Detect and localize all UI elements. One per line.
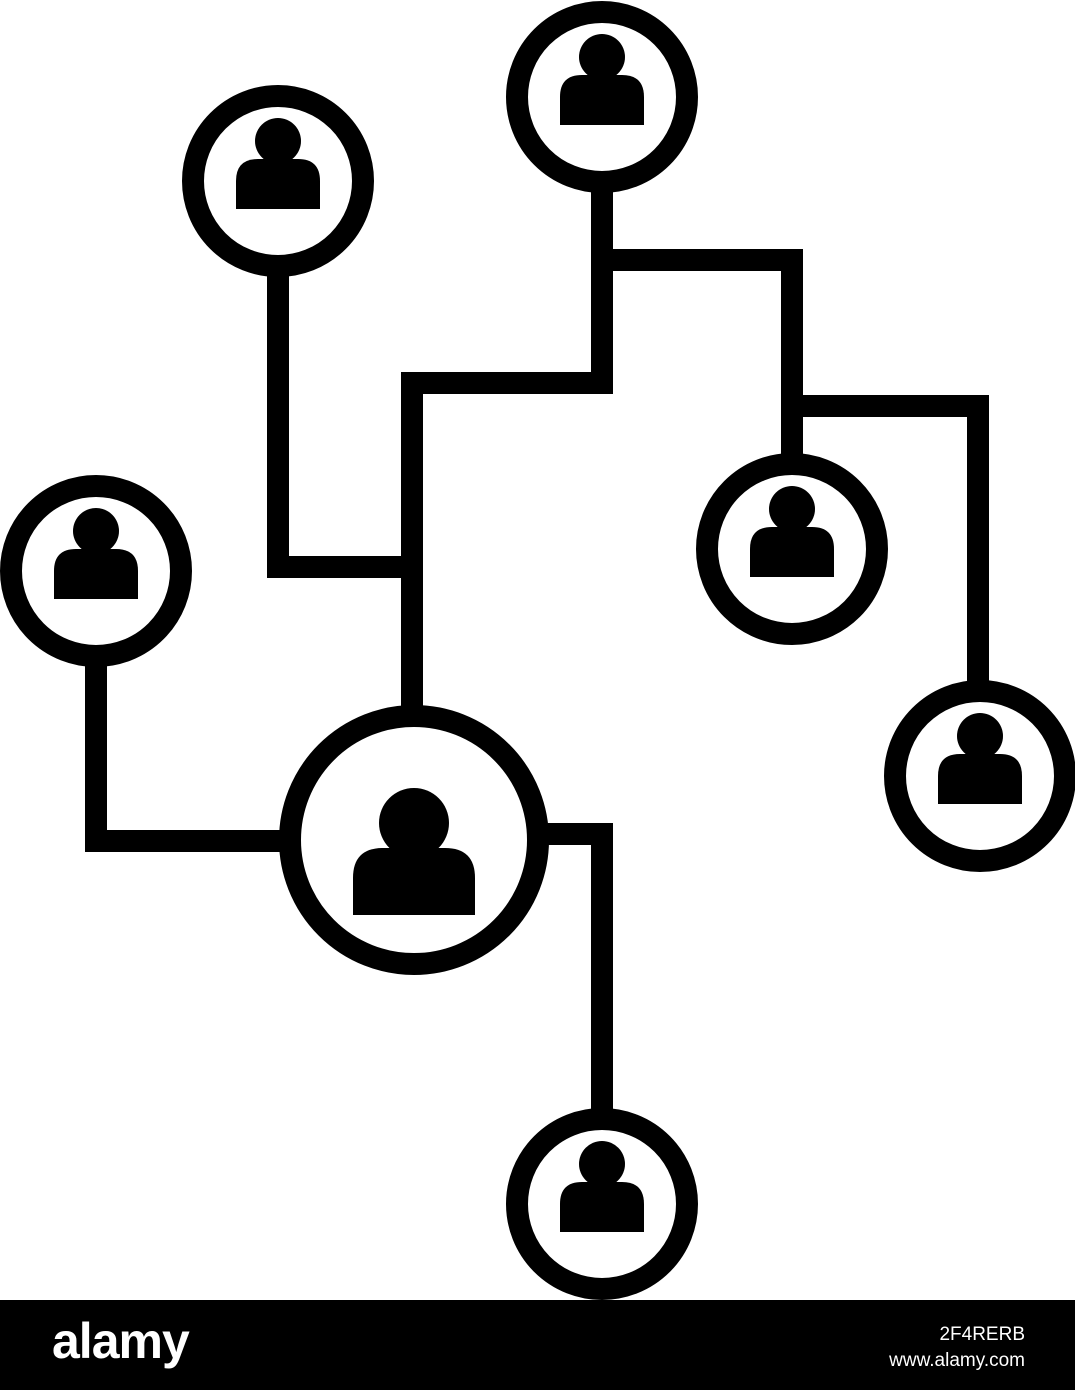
node-topleft bbox=[182, 85, 374, 277]
connector-right-far bbox=[792, 395, 989, 690]
node-bottom bbox=[506, 1108, 698, 1300]
image-info: 2F4RERB www.alamy.com bbox=[889, 1322, 1025, 1374]
alamy-logo: alamy bbox=[52, 1313, 190, 1369]
network-diagram bbox=[0, 1, 1075, 1300]
node-right bbox=[696, 453, 888, 645]
connector-bottom bbox=[536, 823, 613, 1118]
node-far-right bbox=[884, 680, 1075, 872]
node-top bbox=[506, 1, 698, 193]
connector-top-right bbox=[602, 249, 803, 465]
connector-left bbox=[85, 657, 292, 852]
site-url: www.alamy.com bbox=[889, 1350, 1025, 1371]
image-id-text: 2F4RERB bbox=[939, 1324, 1025, 1345]
connector-trunk bbox=[401, 178, 613, 717]
connector-topleft bbox=[267, 262, 412, 578]
connectors bbox=[85, 178, 989, 1118]
node-center bbox=[279, 705, 549, 975]
node-left bbox=[0, 475, 192, 667]
watermark-footer: alamy 2F4RERB www.alamy.com bbox=[0, 1300, 1075, 1390]
